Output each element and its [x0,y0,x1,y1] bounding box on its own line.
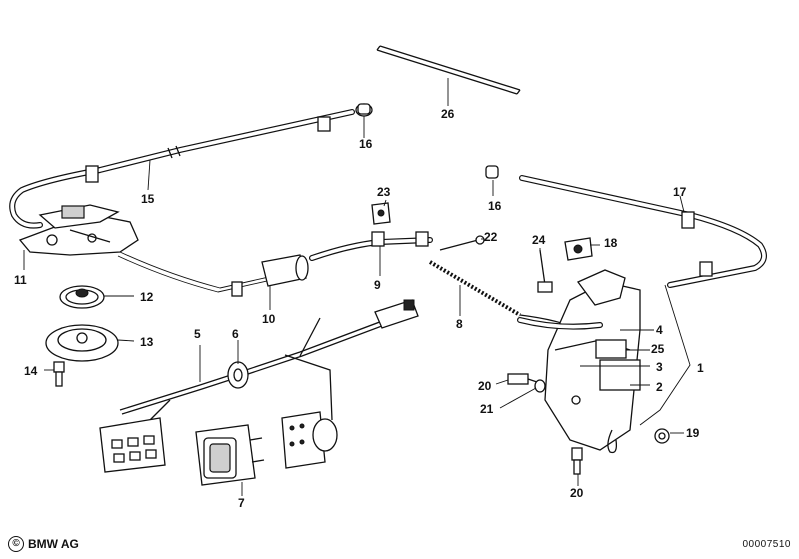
part-19-nut [654,428,670,444]
callout-10: 10 [262,312,276,326]
part-7-switch [195,424,265,486]
callout-4: 4 [656,323,663,337]
part-23-bracket [371,202,391,225]
part-26-rod [376,45,521,95]
part-12-gear [59,285,105,309]
part-connector-relay [281,411,338,469]
callout-12: 12 [140,290,154,304]
part-actuator-rod [517,317,603,330]
callout-15: 15 [141,192,155,206]
part-connector-left [99,417,166,473]
copyright-footer: © BMW AG [8,536,79,552]
callout-13: 13 [140,335,154,349]
part-24-switch [537,249,553,293]
part-cable-lock-to-10 [117,251,301,293]
part-18-clip [564,237,593,261]
callout-26: 26 [441,107,455,121]
part-1-lock-assembly [544,269,641,454]
leader-lines [23,78,691,496]
callout-17: 17 [673,185,687,199]
part-5-wiring-harness [119,317,388,421]
callout-21: 21 [480,402,494,416]
part-10-clamp [231,254,309,297]
callout-22: 22 [484,230,498,244]
part-8-spring [428,260,581,331]
callout-20-a: 20 [478,379,492,393]
part-16-clip-right [485,165,499,179]
diagram-number: 00007510 [742,539,791,550]
part-21-washer [534,379,546,393]
callout-20-b: 20 [570,486,584,500]
part-20-bolt-b [571,447,583,475]
callout-19: 19 [686,426,700,440]
callout-25: 25 [651,342,665,356]
callout-16-right: 16 [488,199,502,213]
part-16-clip-top [355,103,373,117]
part-15-cable [9,109,355,229]
callout-labels: 26 16 15 11 12 13 14 10 9 23 22 8 16 17 … [14,107,704,510]
part-9-cable [309,231,433,261]
callout-6: 6 [232,327,239,341]
callout-16-top: 16 [359,137,373,151]
callout-23: 23 [377,185,391,199]
callout-24: 24 [532,233,546,247]
callout-8: 8 [456,317,463,331]
copyright-symbol: © [8,536,24,552]
callout-9: 9 [374,278,381,292]
part-6-grommet [227,361,249,389]
callout-7: 7 [238,496,245,510]
callout-18: 18 [604,236,618,250]
part-13-disc [45,324,119,362]
callout-1: 1 [697,361,704,375]
callout-14: 14 [24,364,38,378]
part-11-hood-lock [18,204,139,256]
callout-5: 5 [194,327,201,341]
part-17-cable [519,175,767,288]
callout-11: 11 [14,273,27,287]
brand-name: BMW AG [28,537,79,551]
callout-2: 2 [656,380,663,394]
part-connector-harness [374,299,419,329]
part-14-bolt [53,361,65,387]
part-22-screw [439,235,485,251]
callout-3: 3 [656,360,663,374]
